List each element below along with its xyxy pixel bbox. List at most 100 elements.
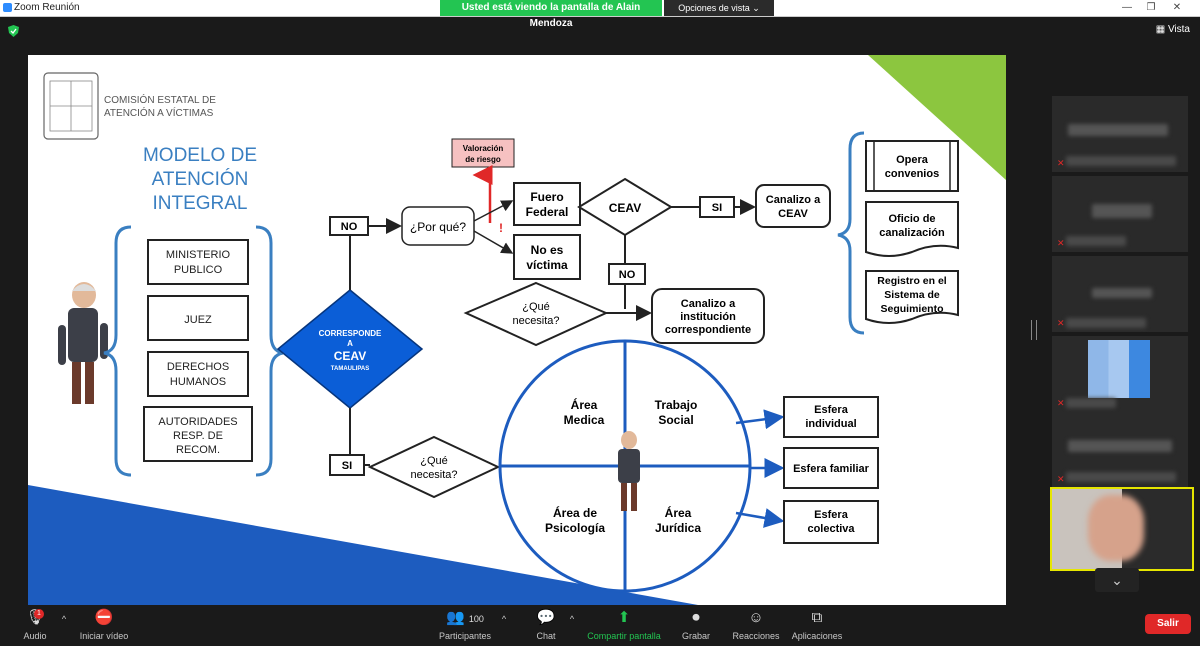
participant-tile-5[interactable]: ✕ [1052, 412, 1188, 488]
bottom-wave [28, 485, 698, 605]
muted-mic-icon: ✕ [1057, 158, 1065, 168]
svg-text:AUTORIDADES: AUTORIDADES [158, 416, 237, 428]
area-juridica-line2: Jurídica [655, 521, 701, 535]
shared-slide: COMISIÓN ESTATAL DE ATENCIÓN A VÍCTIMAS … [28, 55, 1006, 605]
self-video-tile[interactable] [1050, 487, 1194, 571]
svg-text:Sistema de: Sistema de [884, 289, 940, 301]
window-title: Zoom Reunión [14, 2, 80, 13]
self-face-blurred [1088, 495, 1144, 561]
canalizo-inst-line1: Canalizo a [681, 298, 736, 310]
chat-options-caret[interactable]: ^ [569, 614, 575, 624]
canalizo-ceav-box [755, 184, 831, 228]
video-off-icon: ⛔ [94, 609, 114, 626]
actor-box-derechos: DERECHOS HUMANOS [147, 351, 249, 397]
record-button[interactable]: ⏺ Grabar [676, 608, 716, 641]
minimize-icon[interactable]: — [1122, 2, 1132, 13]
svg-text:DERECHOS: DERECHOS [167, 361, 229, 373]
trabajo-social-line1: Trabajo [655, 398, 698, 412]
que-necesita-top-line1: ¿Qué [522, 301, 550, 313]
diamond-line1: CORRESPONDE [319, 329, 382, 338]
svg-text:colectiva: colectiva [807, 523, 855, 535]
por-que-box [401, 206, 475, 246]
svg-text:Opera: Opera [896, 154, 929, 166]
area-medica-line2: Medica [564, 413, 605, 427]
actor-box-juez: JUEZ [147, 295, 249, 341]
maximize-icon[interactable]: ❐ [1146, 2, 1156, 13]
screen-share-banner: Usted está viendo la pantalla de Alain M… [440, 0, 662, 29]
svg-text:Registro en el: Registro en el [877, 275, 947, 287]
que-necesita-bottom-line2: necesita? [410, 469, 457, 481]
apps-icon: ⧉ [811, 609, 823, 626]
sphere-familiar-box: Esfera familiar [783, 447, 879, 489]
audio-options-caret[interactable]: ^ [61, 614, 67, 624]
canalizo-ceav-line1: Canalizo a [766, 194, 821, 206]
svg-text:JUEZ: JUEZ [184, 314, 212, 326]
model-title-line2: ATENCIÓN [152, 168, 249, 190]
model-title-line3: INTEGRAL [152, 193, 247, 214]
participant-tile-1[interactable]: ✕ [1052, 96, 1188, 172]
participant-tile-4[interactable]: ✕ [1052, 336, 1188, 412]
leave-button[interactable]: Salir [1145, 614, 1191, 634]
flowchart: COMISIÓN ESTATAL DE ATENCIÓN A VÍCTIMAS … [28, 55, 1006, 605]
org-name-line1: COMISIÓN ESTATAL DE [104, 93, 216, 106]
svg-text:canalización: canalización [879, 227, 945, 239]
fuero-federal-box [513, 182, 581, 226]
area-medica-line1: Área [571, 397, 598, 412]
svg-text:convenios: convenios [885, 168, 939, 180]
doc-oficio-canalizacion: Oficio de canalización [865, 201, 959, 257]
muted-mic-icon: ✕ [1057, 398, 1065, 408]
elderly-man-figure [58, 282, 108, 404]
state-seal-logo [43, 72, 99, 140]
participant-tile-2[interactable]: ✕ [1052, 176, 1188, 252]
share-screen-icon: ⬆ [617, 609, 631, 626]
participants-icon: 👥 100 [446, 609, 484, 626]
share-screen-button[interactable]: ⬆ Compartir pantalla [584, 608, 664, 641]
que-necesita-bottom-diamond [367, 435, 501, 499]
actor-box-autoridades: AUTORIDADES RESP. DE RECOM. [143, 406, 253, 462]
area-psicologia-line1: Área de [553, 505, 597, 520]
panel-resize-handle[interactable] [1031, 320, 1037, 340]
participant-tile-3[interactable]: ✕ [1052, 256, 1188, 332]
no-victima-line2: víctima [526, 258, 568, 272]
view-options-button[interactable]: Opciones de vista ⌄ [664, 0, 774, 16]
reactions-icon: ☺ [748, 609, 764, 626]
participants-button[interactable]: 👥 100 Participantes [434, 608, 496, 641]
que-necesita-top-diamond [463, 281, 609, 347]
org-name-line2: ATENCIÓN A VÍCTIMAS [104, 106, 214, 119]
por-que-label: ¿Por qué? [410, 220, 466, 234]
center-man-figure [618, 431, 640, 511]
svg-text:PUBLICO: PUBLICO [174, 264, 223, 276]
ceav-label: CEAV [609, 201, 641, 215]
security-shield-icon[interactable] [8, 25, 19, 37]
chat-icon: 💬 [536, 609, 556, 626]
svg-text:RESP. DE: RESP. DE [173, 430, 223, 442]
participants-options-caret[interactable]: ^ [501, 614, 507, 624]
doc-opera-convenios: Opera convenios [865, 140, 959, 192]
trabajo-social-line2: Social [658, 413, 693, 427]
left-brace [103, 225, 132, 477]
apps-button[interactable]: ⧉ Aplicaciones [788, 608, 846, 641]
svg-text:RECOM.: RECOM. [176, 444, 220, 456]
valoracion-riesgo-box [451, 138, 515, 168]
grid-icon: ▦ [1155, 24, 1168, 35]
reactions-button[interactable]: ☺ Reacciones [728, 608, 784, 641]
muted-mic-icon: ✕ [1057, 474, 1065, 484]
start-video-button[interactable]: ⛔ Iniciar vídeo [76, 608, 132, 641]
audio-badge: 1 [34, 609, 44, 619]
close-icon[interactable]: ✕ [1172, 2, 1182, 13]
chevron-down-icon[interactable]: ⌄ [1095, 568, 1139, 592]
chat-button[interactable]: 💬 Chat [526, 608, 566, 641]
audio-button[interactable]: 🎙 Audio 1 [12, 608, 58, 641]
muted-mic-icon: ✕ [1057, 238, 1065, 248]
fuero-line2: Federal [526, 205, 569, 219]
valoracion-line1: Valoración [463, 144, 504, 153]
diamond-line3: CEAV [334, 349, 366, 363]
valoracion-line2: de riesgo [465, 155, 501, 164]
canalizo-institucion-box [651, 288, 765, 344]
zoom-logo-icon [3, 3, 12, 12]
documents-brace [837, 131, 865, 335]
no-victima-line1: No es [531, 243, 564, 257]
canalizo-inst-line3: correspondiente [665, 324, 751, 336]
view-menu[interactable]: ▦ Vista [1155, 24, 1190, 35]
record-icon: ⏺ [692, 609, 700, 626]
